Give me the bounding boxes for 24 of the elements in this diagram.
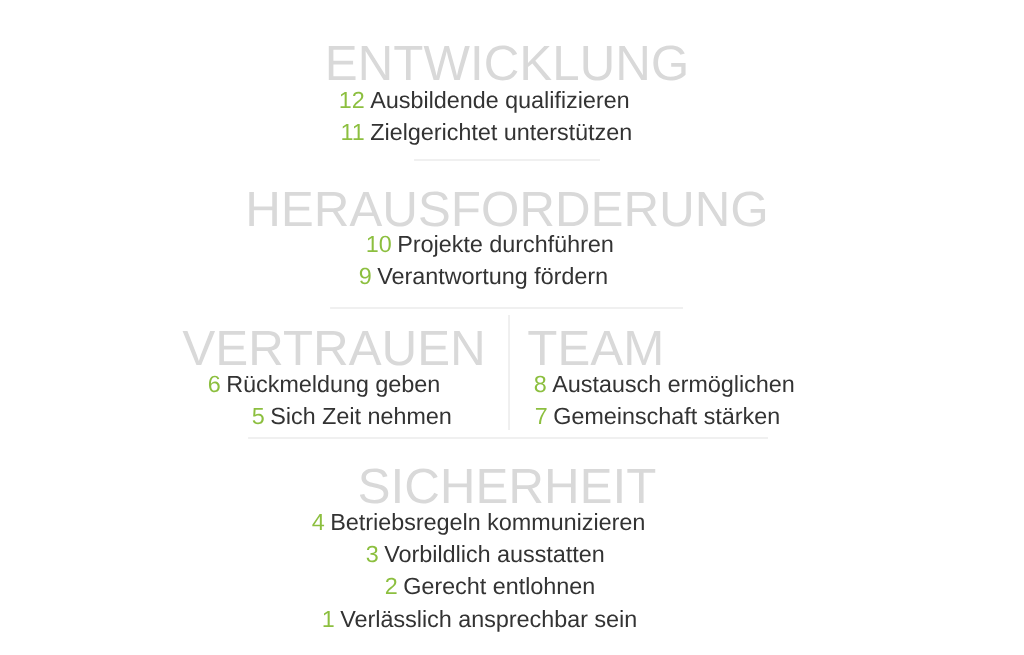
step-number: 5: [252, 407, 264, 425]
step-number: 7: [535, 407, 547, 424]
step-text: Vorbildlich ausstatten: [384, 545, 604, 563]
step-number: 6: [208, 375, 220, 393]
step-text: Ausbildende qualifizieren: [370, 91, 629, 113]
step-text: Verlässlich ansprechbar sein: [340, 610, 636, 632]
step-number: 1: [323, 610, 334, 627]
step-text: Rückmeldung geben: [228, 375, 439, 397]
step-number: 3: [366, 545, 378, 563]
step-number: 4: [312, 513, 325, 530]
step-number: 11: [342, 123, 364, 140]
step-number: 9: [359, 267, 371, 285]
step-text: Austausch ermöglichen: [552, 375, 794, 397]
step-text: Gerecht entlohnen: [404, 577, 594, 595]
step-text: Sich Zeit nehmen: [271, 407, 451, 425]
step-text: Betriebsregeln kommunizieren: [332, 513, 644, 535]
step-text: Gemeinschaft stärken: [554, 407, 779, 425]
step-number: 2: [385, 577, 397, 594]
step-number: 12: [340, 91, 364, 108]
step-text: Verantwortung fördern: [377, 267, 607, 289]
step-number: 8: [534, 375, 546, 393]
step-text: Zielgerichtet unterstützen: [371, 123, 631, 145]
step-text: Projekte durchführen: [399, 235, 613, 257]
step-number: 10: [367, 235, 391, 253]
